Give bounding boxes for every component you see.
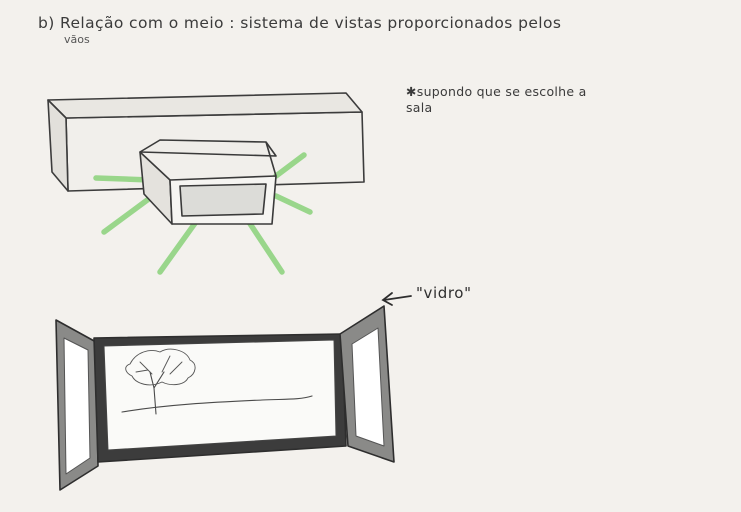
building-left-face xyxy=(47,99,69,192)
projecting-room-sketch xyxy=(139,139,277,225)
section-heading: b) Relação com o meio : sistema de vista… xyxy=(38,14,562,32)
landscape-view xyxy=(121,348,313,415)
tree-foliage xyxy=(125,348,196,386)
assumption-note-line-2: sala xyxy=(406,100,433,115)
view-ray xyxy=(273,152,307,179)
glazed-opening-sketch xyxy=(55,305,395,491)
assumption-note-line-1: ✱supondo que se escolhe a xyxy=(406,84,587,99)
assumption-note: ✱supondo que se escolhe a sala xyxy=(406,84,587,116)
section-heading-continuation: vãos xyxy=(64,33,90,46)
horizon-line xyxy=(121,395,313,413)
tree-trunk xyxy=(149,371,165,415)
left-wing-glass xyxy=(63,337,91,475)
view-ray xyxy=(273,193,313,215)
glass-pointer-arrow xyxy=(381,292,412,306)
room-window-opening xyxy=(179,183,267,217)
view-ray xyxy=(101,195,153,235)
main-frame-glass xyxy=(103,339,337,451)
right-wing-glass xyxy=(351,327,385,447)
view-ray xyxy=(93,175,153,183)
glass-label: "vidro" xyxy=(416,284,472,302)
